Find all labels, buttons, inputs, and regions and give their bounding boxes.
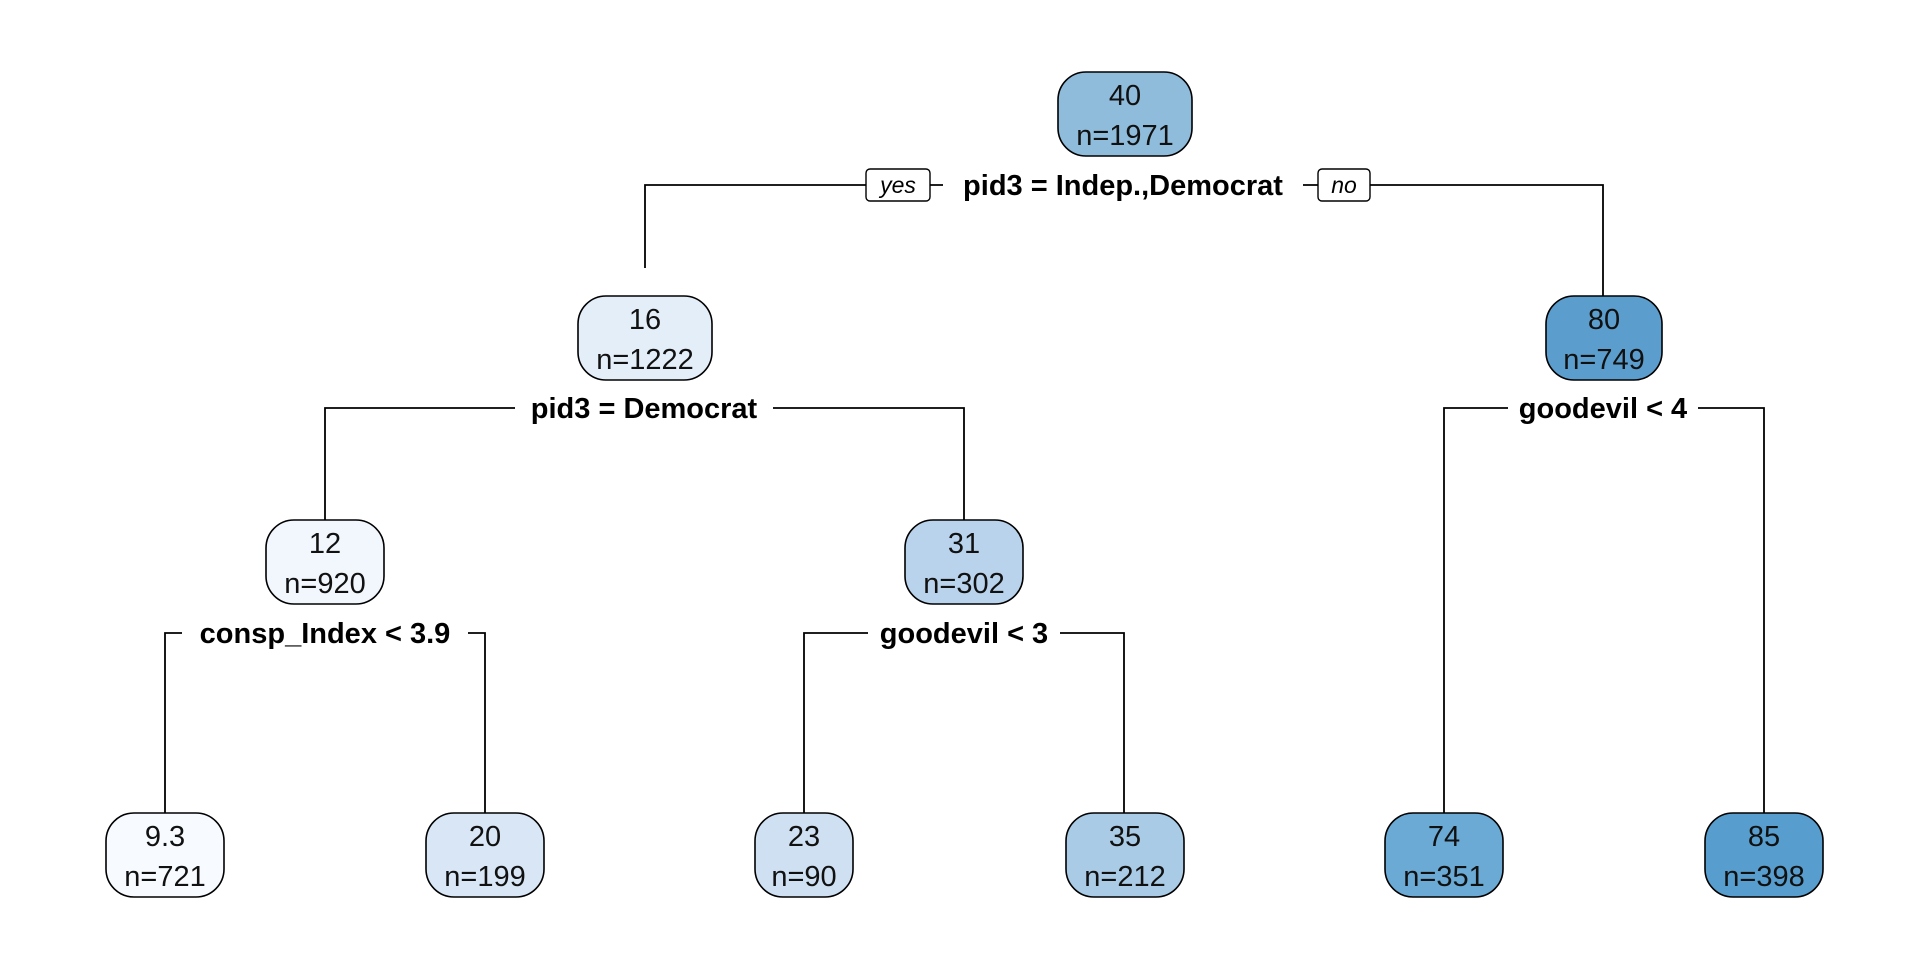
node-llr: 20 n=199 [425,812,545,898]
node-root-value: 40 [1109,80,1141,112]
node-lr: 31 n=302 [904,519,1024,605]
no-tag-box [1317,168,1371,202]
node-l: 16 n=1222 [577,295,713,381]
tree-edges [164,184,1765,821]
node-lrr-count: n=212 [1084,861,1165,893]
no-tag-label: no [1331,172,1357,198]
node-lrl-box [754,812,854,898]
node-llr-count: n=199 [444,861,525,893]
node-r-box [1545,295,1663,381]
node-lr-box [904,519,1024,605]
node-ll: 12 n=920 [265,519,385,605]
yes-tag-box [865,168,931,202]
node-rr-value: 85 [1748,821,1780,853]
node-l-value: 16 [629,304,661,336]
node-root: 40 n=1971 [1057,71,1193,157]
node-lrr: 35 n=212 [1065,812,1185,898]
node-lrr-box [1065,812,1185,898]
edge-ll [164,632,486,821]
node-lll: 9.3 n=721 [105,812,225,898]
node-lll-count: n=721 [124,861,205,893]
split-label-lr: goodevil < 3 [880,618,1048,650]
node-ll-box [265,519,385,605]
node-r: 80 n=749 [1545,295,1663,381]
yes-tag-label: yes [878,172,916,198]
split-label-ll: consp_Index < 3.9 [200,618,451,650]
split-label-root: pid3 = Indep.,Democrat [963,170,1283,202]
node-lr-count: n=302 [923,568,1004,600]
branch-tags: yes no [865,168,1371,202]
node-rr: 85 n=398 [1704,812,1824,898]
node-rl: 74 n=351 [1384,812,1504,898]
node-l-count: n=1222 [596,344,694,376]
node-lrr-value: 35 [1109,821,1141,853]
node-lrl-count: n=90 [771,861,836,893]
node-lrl: 23 n=90 [754,812,854,898]
node-lr-value: 31 [948,528,980,560]
node-rl-box [1384,812,1504,898]
edge-lr [803,632,1125,821]
node-rl-value: 74 [1428,821,1460,853]
node-rl-count: n=351 [1403,861,1484,893]
node-ll-value: 12 [309,528,341,560]
node-ll-count: n=920 [284,568,365,600]
node-lrl-value: 23 [788,821,820,853]
split-label-r: goodevil < 4 [1519,393,1687,425]
node-rr-box [1704,812,1824,898]
edge-r [1443,407,1765,821]
node-lll-box [105,812,225,898]
node-root-box [1057,71,1193,157]
node-rr-count: n=398 [1723,861,1804,893]
node-llr-value: 20 [469,821,501,853]
node-root-count: n=1971 [1076,120,1174,152]
tree-nodes: 40 n=1971 16 n=1222 80 n=749 12 n=920 31… [105,71,1824,898]
split-label-l: pid3 = Democrat [531,393,758,425]
split-labels: pid3 = Indep.,Democrat pid3 = Democrat g… [182,166,1698,652]
node-r-value: 80 [1588,304,1620,336]
node-llr-box [425,812,545,898]
node-r-count: n=749 [1563,344,1644,376]
node-l-box [577,295,713,381]
node-lll-value: 9.3 [145,821,185,853]
